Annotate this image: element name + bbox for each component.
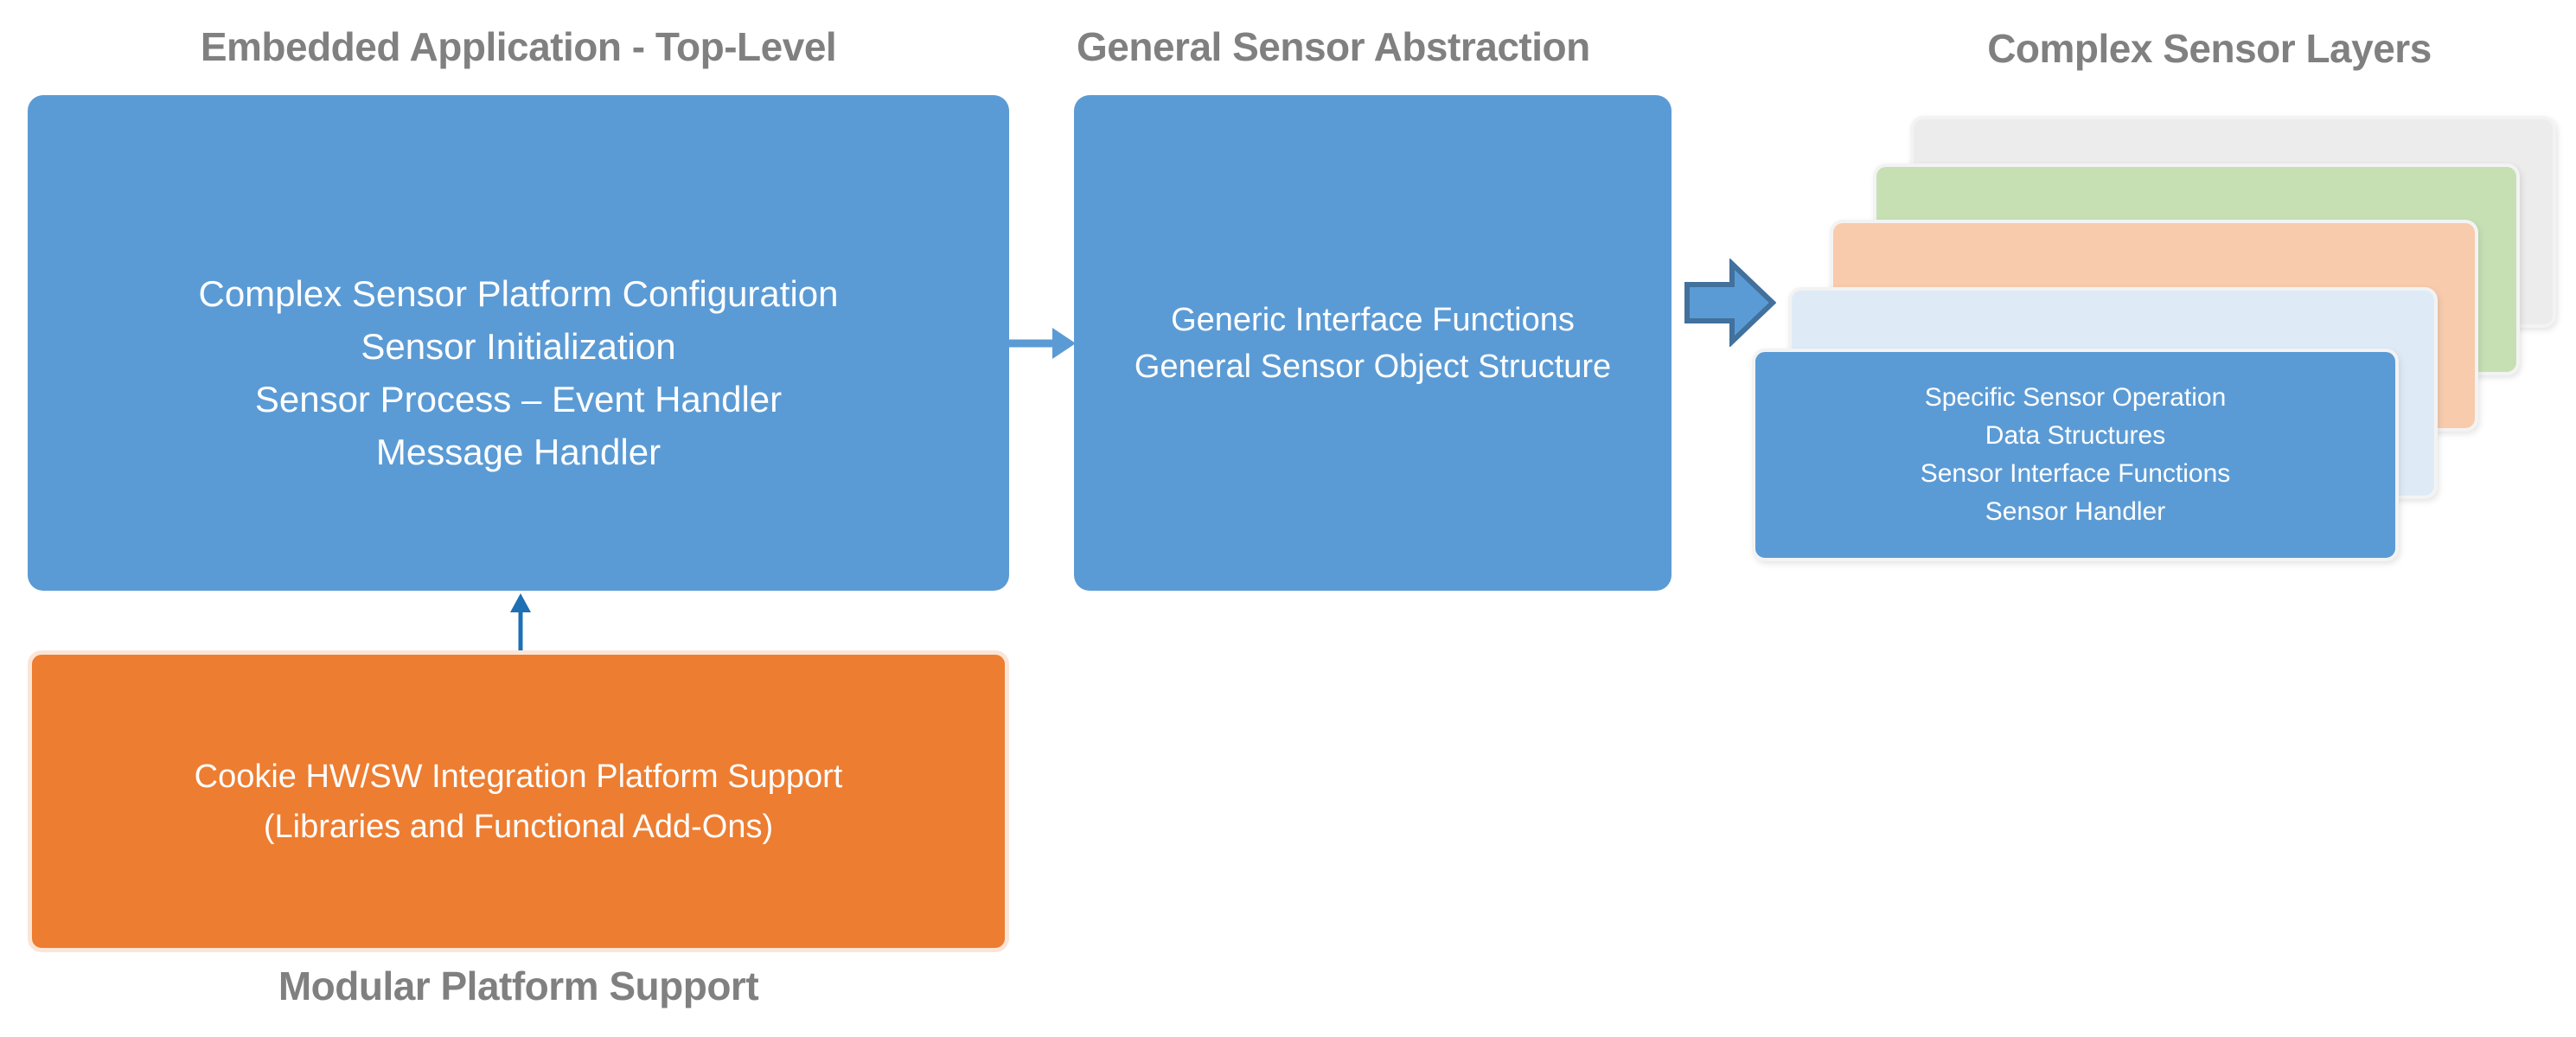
front-card-line-1: Specific Sensor Operation [1924,383,2227,412]
app-box-line-1: Complex Sensor Platform Configuration [198,273,839,314]
sensor-abstraction-text: Generic Interface Functions General Sens… [1135,297,1611,390]
specific-sensor-text: Specific Sensor Operation Data Structure… [1921,379,2231,531]
app-box-line-3: Sensor Process – Event Handler [254,379,783,419]
front-card-line-3: Sensor Interface Functions [1920,459,2231,488]
front-card-line-4: Sensor Handler [1985,497,2166,526]
platform-support-box: Cookie HW/SW Integration Platform Suppor… [28,650,1009,952]
embedded-application-box: Complex Sensor Platform Configuration Se… [28,95,1009,591]
app-box-line-2: Sensor Initialization [361,326,676,367]
abstraction-box-line-2: General Sensor Object Structure [1134,348,1612,385]
support-box-line-1: Cookie HW/SW Integration Platform Suppor… [194,758,843,795]
sensor-abstraction-box: Generic Interface Functions General Sens… [1074,95,1672,591]
embedded-application-text: Complex Sensor Platform Configuration Se… [28,267,1009,478]
platform-support-text: Cookie HW/SW Integration Platform Suppor… [195,752,843,852]
right-arrow-icon [1009,328,1076,359]
front-card-line-2: Data Structures [1985,421,2166,450]
modular-platform-caption: Modular Platform Support [278,963,759,1008]
specific-sensor-card: Specific Sensor Operation Data Structure… [1752,349,2399,561]
abstraction-box-line-1: Generic Interface Functions [1171,301,1575,338]
left-column-title: Embedded Application - Top-Level [200,24,837,69]
right-column-title: Complex Sensor Layers [1987,26,2432,71]
middle-column-title: General Sensor Abstraction [1077,24,1590,69]
app-box-line-4: Message Handler [375,432,662,472]
block-arrow-icon [1684,259,1776,347]
up-arrow-icon [510,593,531,654]
support-box-line-2: (Libraries and Functional Add-Ons) [263,808,774,845]
